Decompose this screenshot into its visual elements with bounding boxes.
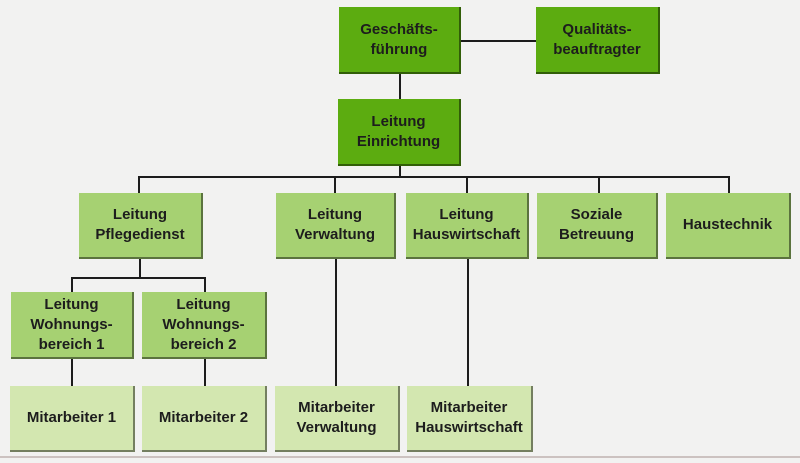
node-label-line: Pflegedienst xyxy=(95,226,185,243)
org-node-leitung-pflegedienst: Leitung Pflegedienst xyxy=(79,193,203,259)
org-node-qualitaetsbeauftragter: Qualitäts- beauftragter xyxy=(536,7,660,74)
connector-drop-soziale-betreuung xyxy=(598,176,600,193)
connector-verwaltung-mitarbeiter-verwaltung xyxy=(335,259,337,387)
node-label-line: Betreuung xyxy=(559,226,634,243)
node-label-line: Wohnungs- xyxy=(162,315,245,333)
connector-drop-wohnungsbereich-2 xyxy=(204,277,206,292)
org-node-mitarbeiter-hauswirtschaft: Mitarbeiter Hauswirtschaft xyxy=(407,386,533,452)
node-label-line: bereich 1 xyxy=(38,335,105,353)
connector-level3-bus xyxy=(138,176,730,178)
node-label-line: Soziale xyxy=(570,206,623,223)
node-label-line: führung xyxy=(370,40,428,58)
connector-wohnbereich-bus xyxy=(71,277,206,279)
connector-wohnungsbereich2-mitarbeiter2 xyxy=(204,359,206,387)
org-node-soziale-betreuung: Soziale Betreuung xyxy=(537,193,658,259)
connector-drop-verwaltung xyxy=(334,176,336,193)
node-label-line: Hauswirtschaft xyxy=(412,226,521,243)
org-node-mitarbeiter-1: Mitarbeiter 1 xyxy=(10,386,135,452)
connector-drop-haustechnik xyxy=(728,176,730,193)
node-label-line: Mitarbeiter 1 xyxy=(26,409,117,426)
connector-wohnungsbereich1-mitarbeiter1 xyxy=(71,359,73,387)
node-label-line: Leitung xyxy=(176,295,231,313)
connector-drop-wohnungsbereich-1 xyxy=(71,277,73,292)
org-node-mitarbeiter-verwaltung: Mitarbeiter Verwaltung xyxy=(275,386,400,452)
node-label-line: Leitung xyxy=(112,206,168,223)
node-label-line: Einrichtung xyxy=(356,132,441,150)
connector-drop-pflegedienst xyxy=(138,176,140,193)
org-node-leitung-wohnungsbereich-2: Leitung Wohnungs- bereich 2 xyxy=(142,292,267,359)
page-bottom-border xyxy=(0,456,800,458)
node-label-line: Leitung xyxy=(439,206,494,223)
node-label-line: Wohnungs- xyxy=(30,315,113,333)
node-label-line: Hauswirtschaft xyxy=(415,419,523,436)
node-label-line: beauftragter xyxy=(553,40,641,58)
node-label-line: Leitung xyxy=(307,206,363,223)
node-label-line: Mitarbeiter 2 xyxy=(158,409,249,426)
connector-geschaeftsfuehrung-qualitaetsbeauftragter xyxy=(461,40,536,42)
org-node-mitarbeiter-2: Mitarbeiter 2 xyxy=(142,386,267,452)
node-label-line: Leitung xyxy=(371,112,426,130)
node-label-line: Verwaltung xyxy=(294,226,376,243)
org-node-leitung-einrichtung: Leitung Einrichtung xyxy=(338,99,461,166)
node-label-line: Qualitäts- xyxy=(562,20,632,38)
org-node-leitung-hauswirtschaft: Leitung Hauswirtschaft xyxy=(406,193,529,259)
node-label-line: Leitung xyxy=(44,295,99,313)
node-label-line: Verwaltung xyxy=(296,419,377,436)
org-node-leitung-verwaltung: Leitung Verwaltung xyxy=(276,193,396,259)
org-node-leitung-wohnungsbereich-1: Leitung Wohnungs- bereich 1 xyxy=(11,292,134,359)
connector-leitung-einrichtung-stem xyxy=(399,166,401,178)
node-label-line: Mitarbeiter xyxy=(298,399,375,416)
connector-hauswirtschaft-mitarbeiter-hauswirtschaft xyxy=(467,259,469,387)
org-node-geschaeftsfuehrung: Geschäfts- führung xyxy=(339,7,461,74)
node-label-line: Haustechnik xyxy=(682,216,773,233)
connector-pflegedienst-stem xyxy=(139,259,141,278)
connector-drop-hauswirtschaft xyxy=(466,176,468,193)
node-label-line: Mitarbeiter xyxy=(430,399,508,416)
node-label-line: Geschäfts- xyxy=(360,20,438,38)
connector-geschaeftsfuehrung-leitung-einrichtung xyxy=(399,74,401,99)
node-label-line: bereich 2 xyxy=(170,335,237,353)
org-node-haustechnik: Haustechnik xyxy=(666,193,791,259)
